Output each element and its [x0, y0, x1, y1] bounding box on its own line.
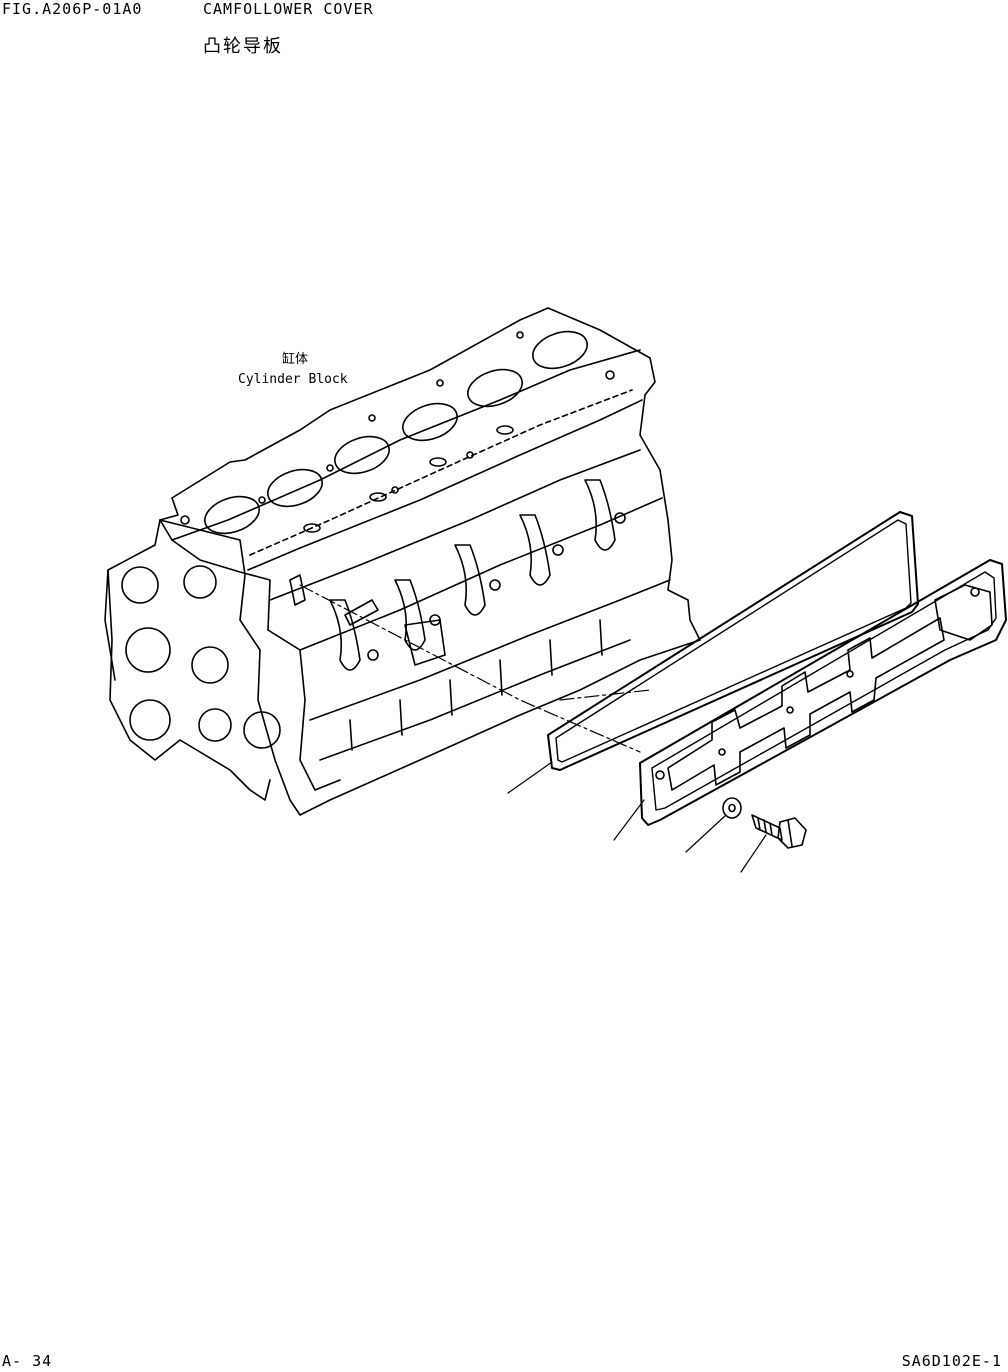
figure-code: FIG.A206P-01A0	[2, 0, 143, 18]
figure-title-chinese: 凸轮导板	[203, 36, 283, 57]
gasket	[547, 511, 919, 771]
washer	[722, 797, 742, 819]
model-code: SA6D102E-1	[901, 1352, 1002, 1370]
figure-title-english: CAMFOLLOWER COVER	[203, 0, 374, 18]
part-leader-lines	[507, 761, 767, 873]
bolt	[751, 814, 807, 849]
camfollower-cover	[639, 559, 1007, 826]
cylinder-block-label-chinese: 缸体	[282, 352, 309, 367]
assembly-center-line	[299, 584, 641, 753]
cylinder-block	[104, 307, 701, 816]
page-number: A- 34	[2, 1352, 53, 1370]
cylinder-block-label-english: Cylinder Block	[238, 372, 348, 387]
